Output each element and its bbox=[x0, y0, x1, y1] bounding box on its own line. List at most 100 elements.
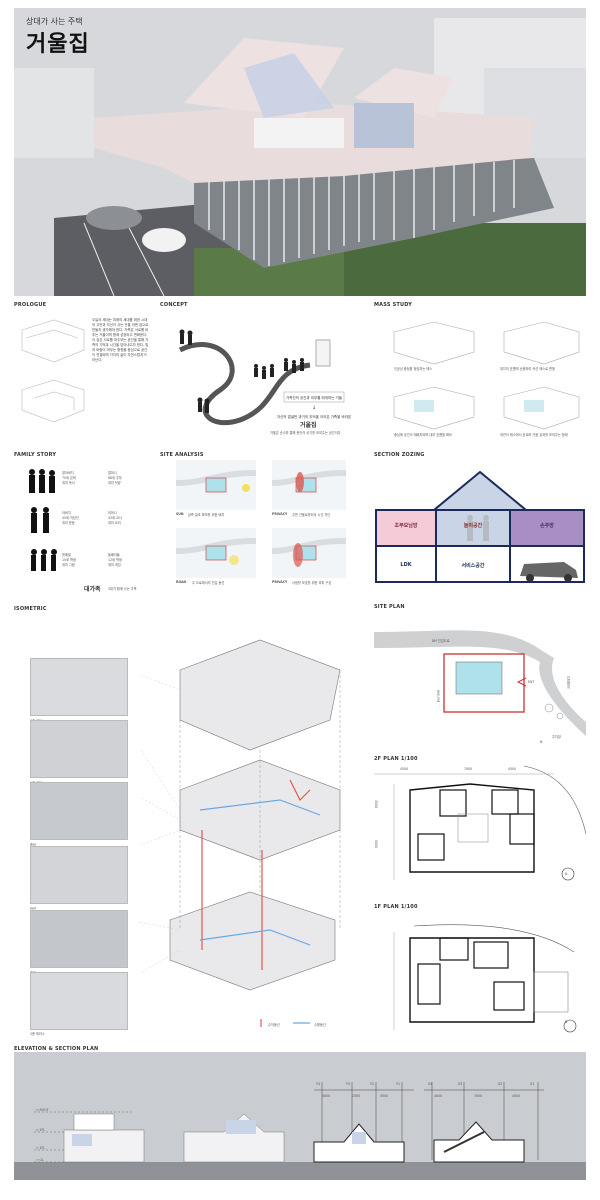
plan-1f-north: N bbox=[565, 1020, 568, 1024]
section-title-elevation: ELEVATION & SECTION PLAN bbox=[14, 1046, 99, 1052]
plan-2f-dim-left-1: 3000 bbox=[374, 800, 378, 809]
site-analysis-privacy-2: PRIVACY bbox=[272, 580, 288, 584]
hero-subtitle: 상대가 사는 주택 bbox=[26, 17, 83, 26]
section-title-family: FAMILY STORY bbox=[14, 452, 57, 458]
elevation-panel bbox=[14, 1052, 586, 1180]
family-group3-a: 첫째딸 15세 학생 취미 그림 bbox=[62, 553, 76, 567]
iso-photo-1 bbox=[30, 658, 128, 716]
elev-dim-y-3: 3000 bbox=[380, 1094, 389, 1098]
iso-photo-4 bbox=[30, 846, 128, 904]
site-analysis-privacy: PRIVACY bbox=[272, 512, 288, 516]
elev-grid-y1: Y1 bbox=[396, 1082, 400, 1086]
site-analysis-maps bbox=[176, 460, 346, 578]
mass-study-step1: 인공성 중정을 형성하는 매스 bbox=[394, 367, 433, 371]
elev-grid-y3: Y3 bbox=[346, 1082, 350, 1086]
elev-level-roof: ▽ ROOF bbox=[36, 1108, 49, 1112]
elev-dim-x-1: 4000 bbox=[434, 1094, 443, 1098]
concept-caption: 거울은 순수를 통해 현안의 공기를 보여주는 공간이다 bbox=[270, 431, 341, 435]
plan-2f-north: N bbox=[565, 872, 568, 876]
mass-study-diagrams bbox=[393, 321, 580, 430]
iso-photo-3-label: 중정 bbox=[30, 843, 36, 847]
site-plan-north: N bbox=[540, 740, 543, 744]
mass-study-step2: 대지의 흐름에 순응하여 곡선 매스로 변형 bbox=[500, 367, 555, 371]
elev-level-2fl: ▽ 2FL bbox=[36, 1128, 46, 1132]
site-plan-corner: 주차장 bbox=[552, 735, 561, 739]
concept-note: 자신의 얼굴만 과거의 추억을 이어온 가족을 바라본 bbox=[277, 414, 352, 419]
zoning-lower-left: LDK bbox=[400, 562, 412, 568]
family-group1-a: 할아버지 70세 은퇴 취미 독서 bbox=[62, 471, 76, 485]
section-title-2f-plan: 2F PLAN 1/100 bbox=[374, 756, 418, 762]
iso-photo-6 bbox=[30, 972, 128, 1030]
family-label: 대가족 bbox=[84, 586, 101, 593]
family-silhouettes bbox=[29, 469, 57, 571]
iso-photo-3 bbox=[30, 782, 128, 840]
elev-grid-y2: Y2 bbox=[370, 1082, 374, 1086]
iso-photo-6-label: 2층 테라스 bbox=[30, 1032, 45, 1036]
isometric-exploded-drawing bbox=[140, 639, 341, 991]
section-title-prologue: PROLOGUE bbox=[14, 302, 47, 308]
hero-render: 상대가 사는 주택 거울집 bbox=[14, 8, 586, 296]
elev-dim-x-2: 7000 bbox=[474, 1094, 483, 1098]
plan-2f-dim-3: 4500 bbox=[508, 767, 517, 771]
family-group1-b: 할머니 68세 주부 취미 텃밭 bbox=[108, 471, 122, 485]
elev-dim-y-1: 4000 bbox=[322, 1094, 331, 1098]
site-plan-drawing bbox=[374, 612, 586, 750]
iso-photo-5 bbox=[30, 910, 128, 968]
legend-red-arrow-icon bbox=[260, 1019, 262, 1027]
site-analysis-privacy2-text: 사생활 보호를 위한 외피 구성 bbox=[292, 581, 332, 585]
site-plan-road-top: 8M 진입도로 bbox=[432, 639, 450, 643]
elev-grid-x2: X2 bbox=[498, 1082, 503, 1086]
elev-grid-x4: X4 bbox=[428, 1082, 433, 1086]
elev-dim-x-3: 4500 bbox=[512, 1094, 521, 1098]
section-title-mass-study: MASS STUDY bbox=[374, 302, 413, 308]
section-title-site-plan: SITE PLAN bbox=[374, 604, 405, 610]
plan-2f-dim-2: 7000 bbox=[464, 767, 473, 771]
plan-2f-dim-1: 4500 bbox=[400, 767, 409, 771]
plan-2f-dim-left-2: 5000 bbox=[374, 840, 378, 849]
elev-level-gl: ▽ GL bbox=[36, 1158, 44, 1162]
legend-blue: 수평동선 bbox=[314, 1023, 326, 1027]
iso-photo-4-label: 현관 bbox=[30, 907, 36, 911]
legend-red: 수직동선 bbox=[268, 1023, 280, 1027]
section-title-1f-plan: 1F PLAN 1/100 bbox=[374, 904, 418, 910]
concept-box-text: 가족간의 공간과 외부를 매개하는 거울 bbox=[286, 395, 343, 400]
hero-title: 거울집 bbox=[26, 32, 90, 57]
prologue-text: 오늘의 세대는 미래의 세대를 위한 시대의 고민과 자신이 사는 곳을 어떤 … bbox=[92, 318, 149, 362]
family-group2-b: 어머니 43세 교사 취미 요리 bbox=[108, 511, 122, 525]
zoning-upper-left: 조부모님방 bbox=[394, 523, 418, 529]
section-title-section-zoning: SECTION ZOZING bbox=[374, 452, 425, 458]
hero-house-illustration bbox=[14, 8, 586, 296]
site-analysis-sun: SUN bbox=[176, 512, 184, 516]
mass-study-step4: 외관이 매스에서 흐르며 거울 효과를 보여주는 형태 bbox=[500, 433, 568, 437]
site-analysis-road: ROAD bbox=[176, 580, 187, 584]
elev-grid-y4: Y4 bbox=[316, 1082, 320, 1086]
section-zoning-diagram bbox=[375, 470, 585, 583]
section-title-site-analysis: SITE ANALYSIS bbox=[160, 452, 204, 458]
plan-1f-drawing bbox=[393, 924, 577, 1033]
concept-diagram: 가족간의 공간과 외부를 매개하는 거울 ↓ 자신의 얼굴만 과거의 추억을 이… bbox=[178, 329, 352, 426]
zoning-upper-right: 손주방 bbox=[540, 523, 554, 529]
elev-grid-x1: X1 bbox=[530, 1082, 535, 1086]
prologue-sketches bbox=[21, 319, 85, 423]
elevation-section-drawings bbox=[14, 1052, 586, 1180]
elev-level-1fl: ▽ 1FL bbox=[36, 1146, 46, 1150]
site-plan-road-side: 6M 도로 bbox=[436, 690, 440, 703]
site-plan-right-label: 인접대지 bbox=[566, 676, 570, 689]
elev-dim-y-2: 2300 bbox=[352, 1094, 361, 1098]
family-sublabel: 3대가 함께 사는 가족 bbox=[108, 587, 137, 591]
plan-2f-drawing bbox=[374, 765, 586, 881]
zoning-roof: 놀이공간 bbox=[463, 523, 483, 529]
elev-grid-x3: X3 bbox=[458, 1082, 463, 1086]
site-analysis-sun-text: 남측 일조 확보를 위한 배치 bbox=[188, 513, 225, 517]
svg-text:↓: ↓ bbox=[312, 405, 316, 411]
site-analysis-road-text: 주 도로에서의 진입 동선 bbox=[192, 581, 225, 585]
section-title-concept: CONCEPT bbox=[160, 302, 188, 308]
family-group2-a: 아버지 45세 직장인 취미 운동 bbox=[62, 511, 79, 525]
mass-study-step3: 중심에 공간이 재배치되며 내부 흐름을 확보 bbox=[394, 433, 452, 437]
legend-blue-arrow-icon bbox=[293, 1022, 310, 1024]
iso-photo-2 bbox=[30, 720, 128, 778]
family-group3-b: 둘째아들 12세 학생 취미 게임 bbox=[108, 553, 122, 567]
section-title-isometric: ISOMETRIC bbox=[14, 606, 47, 612]
site-analysis-privacy-text: 주변 건물로부터의 시선 차단 bbox=[292, 513, 331, 517]
zoning-lower-mid: 서비스공간 bbox=[461, 563, 485, 569]
